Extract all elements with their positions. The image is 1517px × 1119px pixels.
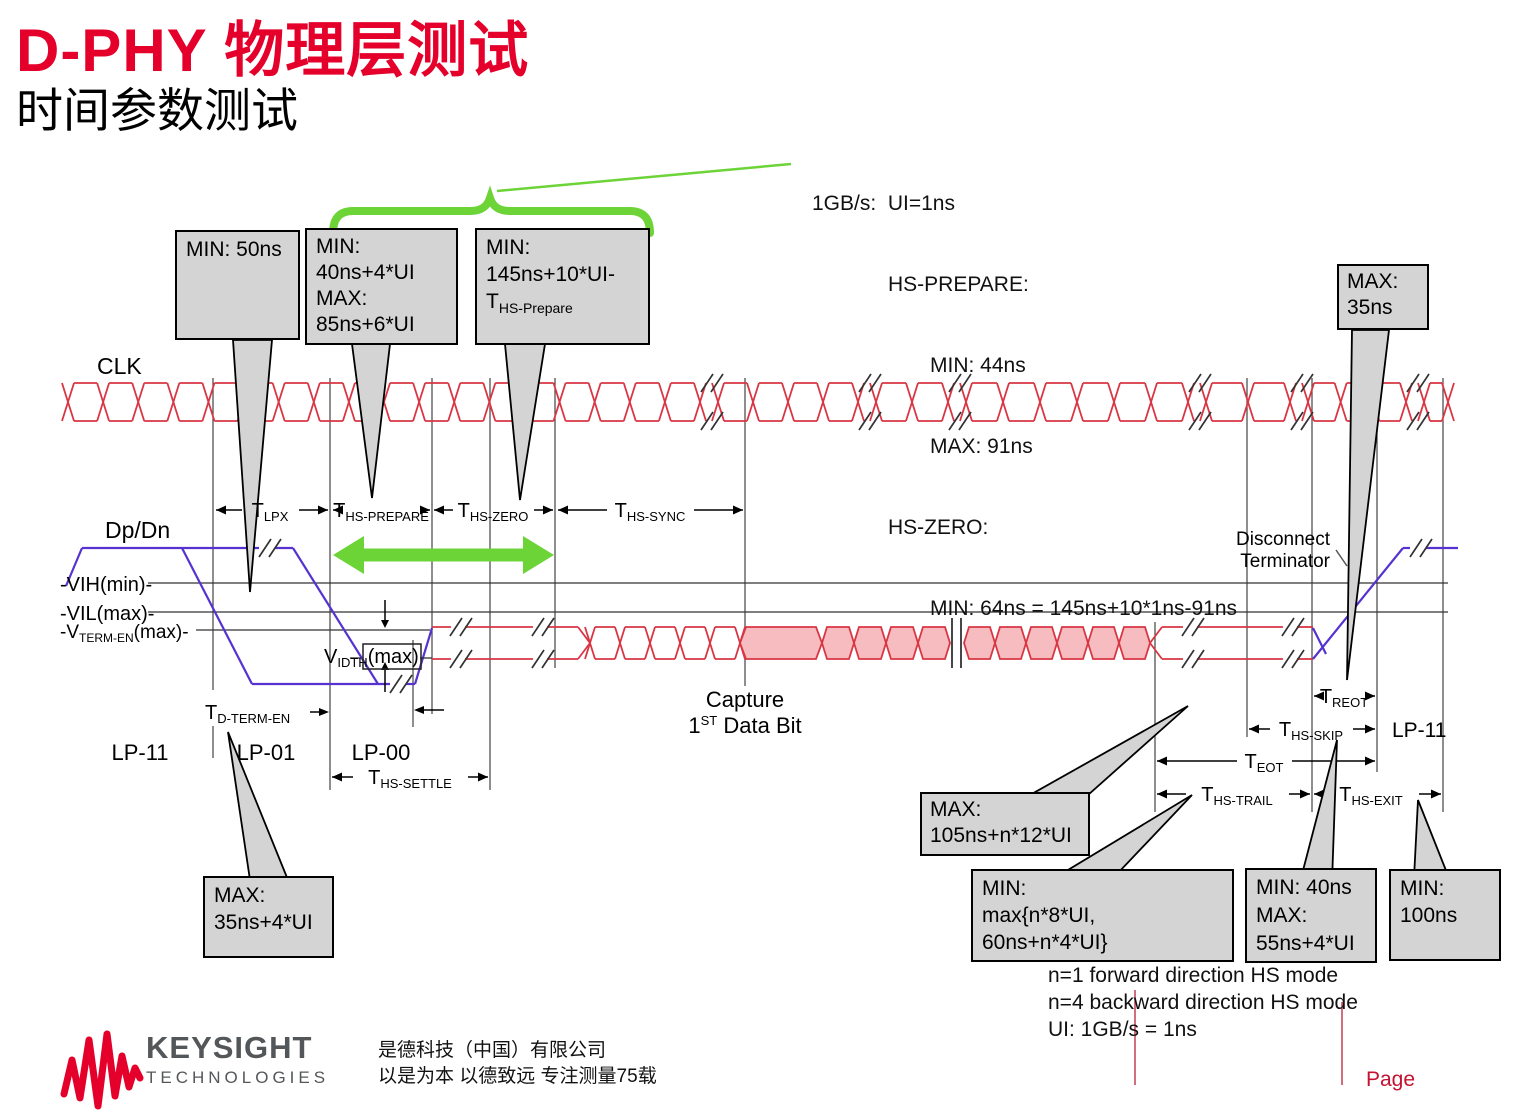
vih-label: -VIH(min)-	[60, 574, 152, 596]
note-line: MAX: 91ns	[930, 435, 1033, 458]
keysight-brand: KEYSIGHT TECHNOLOGIES	[146, 1030, 329, 1088]
callout-text: 100ns	[1400, 904, 1458, 927]
keysight-logo-icon	[60, 1030, 144, 1110]
note-line: MIN: 64ns = 145ns+10*1ns-91ns	[930, 597, 1238, 620]
callout-ths-exit-minmax: MIN: 40ns MAX: 55ns+4*UI	[1245, 868, 1377, 963]
green-annotations	[329, 162, 792, 574]
page-number-label: Page	[1366, 1068, 1416, 1091]
callout-text: MAX:	[1256, 904, 1308, 927]
callout-teot-max: MAX: 105ns+n*12*UI	[920, 792, 1090, 856]
lp11-left-label: LP-11	[111, 740, 168, 765]
footer-company-text: 是德科技（中国）有限公司 以是为本 以德致远 专注测量75载	[378, 1038, 657, 1090]
vidth-label: VIDTH(max)	[324, 646, 419, 670]
dim-td-term-en: TD-TERM-EN	[205, 702, 290, 726]
lp00-label: LP-00	[352, 740, 411, 765]
footnote-line: UI: 1GB/s = 1ns	[1048, 1018, 1197, 1041]
callout-td-term-en: MAX: 35ns+4*UI	[203, 876, 334, 958]
callout-ths-exit-min: MIN: 100ns	[1389, 869, 1501, 961]
callout-text: MIN: 40ns	[1256, 876, 1352, 899]
callout-text: MAX:	[1347, 270, 1399, 293]
brand-subname: TECHNOLOGIES	[146, 1068, 330, 1087]
capture-label-line2: 1ST Data Bit	[688, 713, 801, 738]
brand-name: KEYSIGHT	[146, 1030, 313, 1065]
callout-text: MIN:	[1400, 877, 1445, 900]
dim-teot: TEOT	[1245, 751, 1284, 775]
page-title: D-PHY 物理层测试	[16, 17, 530, 84]
callout-text: 35ns	[1347, 296, 1393, 319]
disconnect-label-line2: Terminator	[1240, 551, 1330, 572]
vterm-en-label: -VTERM-EN(max)-	[60, 622, 189, 645]
capture-label-line1: Capture	[706, 687, 784, 712]
footer-line: 是德科技（中国）有限公司	[378, 1040, 607, 1061]
waveform-layer	[61, 373, 1458, 812]
note-line: MIN: 44ns	[930, 354, 1026, 377]
callout-text: 35ns+4*UI	[214, 911, 313, 934]
callout-text: MIN:	[316, 235, 361, 258]
diagram-labels: CLK Dp/Dn -VIH(min)- -VIL(max)- -VTERM-E…	[60, 353, 1446, 808]
dim-ths-prepare: THS-PREPARE	[333, 500, 429, 524]
callout-ths-zero: MIN: 145ns+10*UI- THS-Prepare	[475, 228, 650, 345]
dim-ths-sync: THS-SYNC	[615, 500, 686, 524]
disconnect-label-line1: Disconnect	[1236, 529, 1331, 550]
callout-text: 145ns+10*UI-	[486, 263, 616, 286]
callout-text: MAX:	[214, 884, 266, 907]
callout-text: max{n*8*UI,	[982, 904, 1096, 927]
callout-text: THS-Prepare	[486, 290, 573, 317]
callout-text: 85ns+6*UI	[316, 313, 415, 336]
dim-ths-exit: THS-EXIT	[1339, 784, 1403, 808]
note-line: HS-PREPARE:	[888, 273, 1029, 296]
note-line: HS-ZERO:	[888, 516, 989, 539]
lp01-label: LP-01	[237, 740, 296, 765]
dim-ths-zero: THS-ZERO	[458, 500, 529, 524]
vil-label: -VIL(max)-	[60, 603, 154, 625]
hs-mode-footnote: n=1 forward direction HS mode n=4 backwa…	[1048, 962, 1358, 1043]
dim-ths-trail: THS-TRAIL	[1201, 784, 1272, 808]
footer-marks	[60, 990, 1343, 1110]
page-subtitle: 时间参数测试	[16, 84, 298, 137]
dim-tlpx: TLPX	[252, 500, 289, 524]
callout-treot-max: MAX: 35ns	[1337, 264, 1429, 330]
callout-pointers	[227, 329, 1451, 883]
callout-ths-trail-min: MIN: max{n*8*UI, 60ns+n*4*UI}	[971, 869, 1234, 962]
footnote-line: n=4 backward direction HS mode	[1048, 991, 1358, 1014]
callout-text: 40ns+4*UI	[316, 261, 415, 284]
note-line: 1GB/s: UI=1ns	[812, 192, 955, 215]
callout-text: MAX:	[316, 287, 368, 310]
dim-treot: TREOT	[1320, 686, 1368, 710]
footer-line: 以是为本 以德致远 专注测量75载	[378, 1066, 657, 1087]
vidth-max-box	[362, 643, 422, 670]
clk-label: CLK	[97, 353, 142, 379]
callout-ths-prepare: MIN: 40ns+4*UI MAX: 85ns+6*UI	[305, 228, 458, 345]
dim-ths-skip: THS-SKIP	[1279, 719, 1343, 743]
callout-text: 60ns+n*4*UI}	[982, 931, 1108, 954]
footnote-line: n=1 forward direction HS mode	[1048, 964, 1339, 987]
callout-tlpx-min: MIN: 50ns	[175, 230, 300, 340]
callout-text: MAX:	[930, 798, 982, 821]
lp11-right-label: LP-11	[1392, 719, 1446, 742]
callout-text: 55ns+4*UI	[1256, 932, 1355, 955]
dim-ths-settle: THS-SETTLE	[368, 767, 452, 791]
callout-text: MIN: 50ns	[186, 238, 282, 261]
timing-note: 1GB/s: UI=1ns HS-PREPARE: MIN: 44ns MAX:…	[812, 136, 1237, 676]
dpdn-label: Dp/Dn	[105, 517, 170, 543]
callout-text: MIN:	[486, 236, 531, 259]
callout-text: MIN:	[982, 877, 1027, 900]
callout-text: 105ns+n*12*UI	[930, 824, 1072, 847]
